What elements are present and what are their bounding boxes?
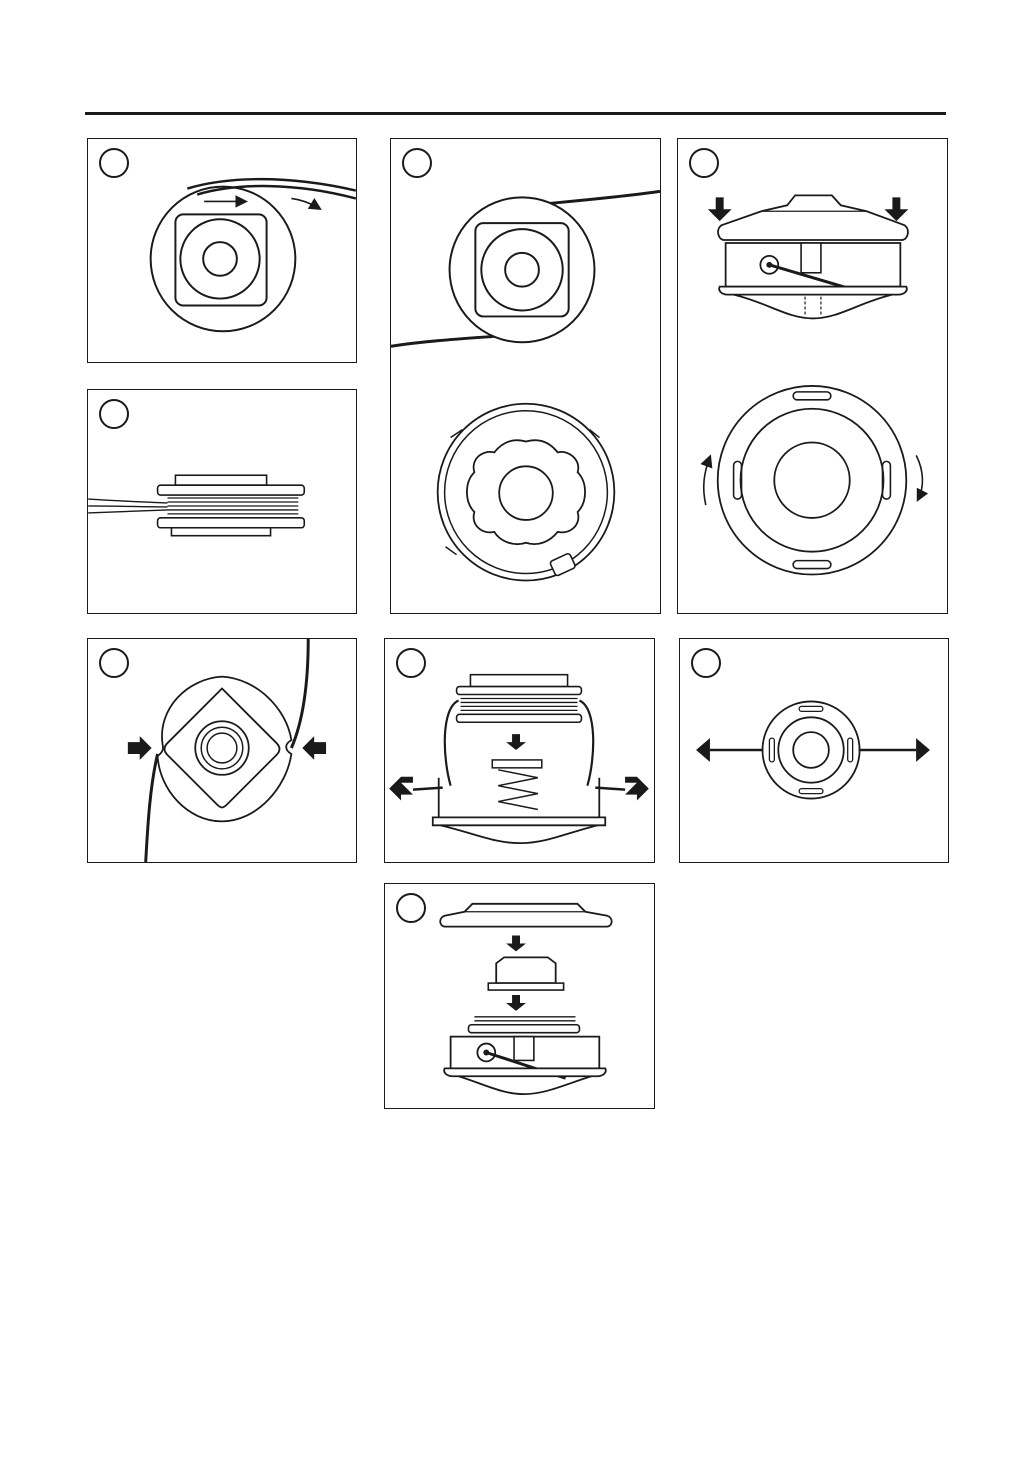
step-panel-pull-line-ends xyxy=(679,638,949,863)
step-panel-wind-direction xyxy=(87,138,357,363)
head-line-pull-illustration xyxy=(680,639,948,862)
step-panel-reassemble-head xyxy=(384,883,655,1109)
spool-and-housing-illustration xyxy=(391,139,660,613)
head-cover-press-turn-illustration xyxy=(678,139,947,613)
header-rule xyxy=(85,112,946,115)
step-panel-spool-wound xyxy=(87,389,357,614)
step-panel-insert-spool-and-spring xyxy=(384,638,655,863)
step-number-badge xyxy=(689,148,719,178)
step-panel-press-and-turn-cover xyxy=(677,138,948,614)
step-number-badge xyxy=(99,148,129,178)
step-number-badge xyxy=(99,648,129,678)
wound-spool-side-illustration xyxy=(88,390,356,613)
step-number-badge xyxy=(396,893,426,923)
head-reassembly-illustration xyxy=(385,884,654,1108)
step-panel-line-through-eyelets xyxy=(390,138,661,614)
step-number-badge xyxy=(402,148,432,178)
step-number-badge xyxy=(396,648,426,678)
step-panel-hook-line-ends xyxy=(87,638,357,863)
spool-spring-housing-illustration xyxy=(385,639,654,862)
step-number-badge xyxy=(99,399,129,429)
spool-squeeze-illustration xyxy=(88,639,356,862)
spool-winding-illustration xyxy=(88,139,356,362)
step-number-badge xyxy=(691,648,721,678)
